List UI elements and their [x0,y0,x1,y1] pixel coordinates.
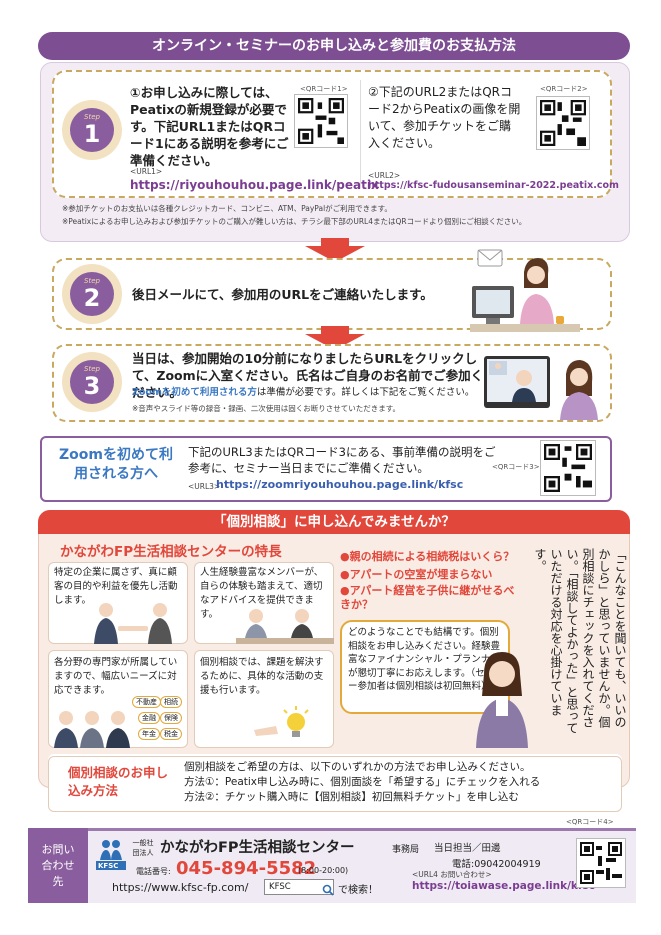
phone-label: 電話番号: [136,867,171,876]
lightbulb-icon [252,706,312,746]
qr3-label: <QRコード3> [492,463,540,471]
qr-code-2[interactable] [536,96,590,150]
step1-left-text: ①お申し込みに際しては、Peatixの新規登録が必要です。下記URL1またはQR… [130,85,289,168]
tag-4: 年金 [138,728,160,740]
qr-code-3[interactable] [540,440,596,496]
feature-1-text: 特定の企業に属さず、真に顧客の目的や利益を優先し活動します。 [54,567,178,606]
search-icon[interactable] [322,881,334,896]
arrow-down-icon [321,238,349,246]
kfsc-logo [96,838,126,870]
qr-code-4[interactable] [576,838,626,888]
step1-right-text: ②下記のURL2またはQRコード2からPeatixの画像を開いて、参加チケットを… [368,85,521,150]
step1-note1: ※参加チケットのお支払いは各種クレジットカード、コンビニ、ATM、PayPalが… [62,204,392,213]
step1-divider [360,80,361,188]
step1-note2: ※Peatixによるお申し込みおよび参加チケットのご購入が難しい方は、チラシ最下… [62,217,527,226]
section1-title: オンライン・セミナーのお申し込みと参加費のお支払方法 [38,32,630,60]
footer-label: お問い合わせ先 [28,828,88,903]
tag-0: 不動産 [132,696,161,708]
feature-4-text: 個別相談では、課題を解決するために、具体的な活動の支援も行います。 [200,657,324,696]
kfsc-logo-text: KFSC [98,862,119,870]
step2-text: 後日メールにて、参加用のURLをご連絡いたします。 [132,287,433,302]
video-call-illustration [484,350,606,420]
step3-zoom-text: は準備が必要です。詳しくは下記をご覧ください。 [256,387,475,398]
search-input-value: KFSC [269,882,291,892]
org-office: 事務局 [392,845,420,855]
feature-3-text: 各分野の専門家が所属していますので、幅広いニーズに対応できます。 [54,657,178,696]
consultant-illustration [470,648,532,748]
apply-line-1: 方法①：Peatix申し込み時に、個別面談を「希望する」にチェックを入れる [184,776,541,788]
search-suffix: で検索！ [338,885,378,896]
url4-link[interactable]: https://toiawase.page.link/kfsc [412,880,595,892]
tag-3: 保険 [160,712,182,724]
bubble-text: どのようなことでも結構です。個別相談をお申し込みください。経験豊富なファイナンシ… [348,627,504,692]
step3-text: 当日は、参加開始の10分前になりましたらURLをクリックして、Zoomに入室くだ… [132,351,484,400]
phone-number[interactable]: 045-894-5582 [176,858,317,879]
url3-link[interactable]: https://zoomriyouhouhou.page.link/kfsc [216,478,464,491]
woman-computer-illustration [470,244,580,336]
zoom-title: Zoomを初めて利用される方へ [59,447,173,482]
qr-code-1[interactable] [294,94,348,148]
handshake-illustration [88,600,186,644]
advisor-illustration [236,606,334,644]
tag-1: 相続 [160,696,182,708]
url1-link[interactable]: https://riyouhouhou.page.link/peatix [130,178,379,192]
vertical-message: 「こんなことを聞いても、いいのかしら」と思っていませんか。個別相談にチェックを入… [533,548,627,734]
question-0: ●親の相続による相続税はいくら？ [340,550,515,563]
zoom-text: 下記のURL3またはQRコード3にある、事前準備の説明をご参考に、セミナー当日ま… [188,445,496,475]
url1-label: <URL1> [130,167,163,176]
section2-title: 「個別相談」に申し込んでみませんか？ [38,510,630,534]
phone-hours: (8:00-20:00) [298,866,349,875]
tag-2: 金融 [138,712,160,724]
contact-phone: 電話:09042004919 [452,859,541,870]
search-box[interactable]: KFSC [264,879,334,895]
question-2: ●アパート経営を子供に継がせるべきか？ [340,584,515,611]
url4-label: <URL4 お問い合わせ> [412,870,492,879]
apply-line-0: 個別相談をご希望の方は、以下のいずれかの方法でお申し込みください。 [184,761,531,773]
zoom-first-time-highlight: Zoomを初めて利用される方 [132,387,257,398]
qr4-label: <QRコード4> [566,818,614,826]
tag-5: 税金 [160,728,182,740]
qr2-label: <QRコード2> [540,85,588,93]
qr1-label: <QRコード1> [300,85,348,93]
apply-title: 個別相談のお申し込み方法 [68,764,172,800]
step3-zoom-line: Zoomを初めて利用される方は準備が必要です。詳しくは下記をご覧ください。 [132,386,492,399]
arrow-down-icon [321,326,349,334]
url3-label: <URL3> [188,482,221,491]
url2-link[interactable]: https://kfsc-fudousanseminar-2022.peatix… [368,180,619,191]
apply-line-2: 方法②：チケット購入時に【個別相談】初回無料チケット」を申し込む [184,791,519,803]
url2-label: <URL2> [368,171,401,180]
org-type: 一般社団法人 [132,839,154,857]
speech-bubble [340,620,510,714]
org-name: かながわFP生活相談センター [160,840,355,856]
website-link[interactable]: https://www.kfsc-fp.com/ [112,881,249,894]
experts-illustration [52,708,132,748]
zoom-box [40,436,612,502]
step3-note: ※音声やスライド等の録音・録画、二次使用は固くお断りさせていただきます。 [132,404,401,413]
question-1: ●アパートの空室が埋まらない [340,568,493,581]
features-title: かながわFP生活相談センターの特長 [60,544,282,560]
feature-2-text: 人生経験豊富なメンバーが、自らの体験も踏まえて、適切なアドバイスを提供できます。 [200,567,324,620]
contact-person: 当日担当／田邊 [434,843,501,854]
